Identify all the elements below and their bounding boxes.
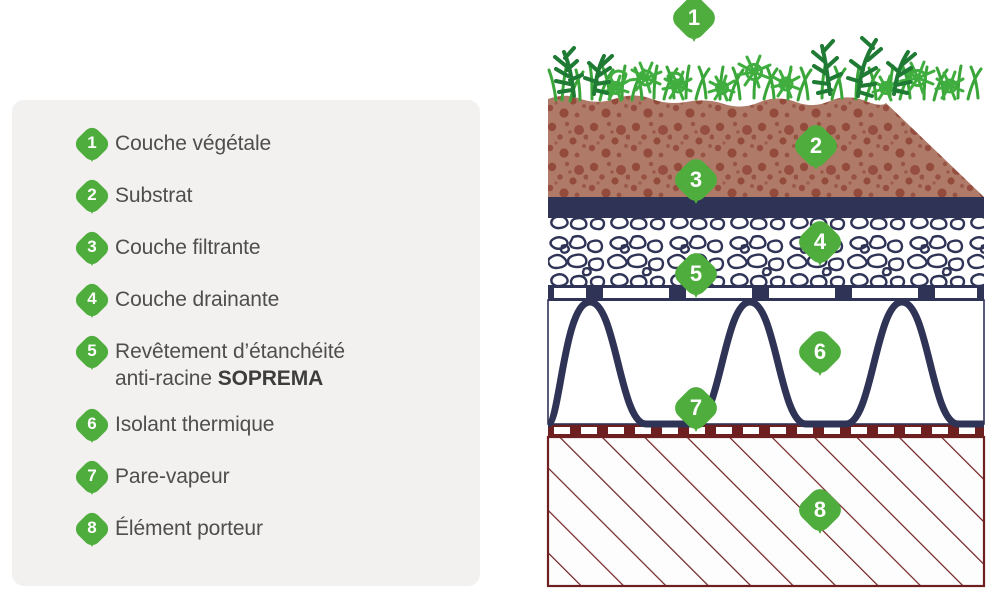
- green-roof-cross-section-diagram: 1 2 3 4 5 6 7 8: [546, 0, 986, 601]
- pin-number: 1: [87, 133, 97, 152]
- list-item: 8 Élément porteur: [72, 509, 465, 551]
- pin-marker-icon: 2: [72, 176, 112, 218]
- pin-number: 2: [809, 133, 823, 158]
- pin-marker-icon: 3: [72, 228, 112, 270]
- pin-marker-icon: 5: [72, 332, 112, 374]
- list-item: 5 Revêtement d’étanchéité anti-racine SO…: [72, 332, 465, 392]
- diagram-callout-pin-4: 4: [794, 216, 846, 270]
- pin-number: 8: [813, 497, 827, 522]
- pin-number: 5: [87, 341, 97, 360]
- pin-marker-icon: 8: [72, 509, 112, 551]
- legend-item-label: Couche végétale: [115, 132, 272, 155]
- pin-marker-icon: 1: [72, 124, 112, 166]
- list-item: 1 Couche végétale: [72, 124, 465, 166]
- diagram-callout-pin-1: 1: [668, 0, 720, 46]
- legend-item-label: Substrat: [115, 184, 193, 207]
- legend-panel: 1 Couche végétale 2 Substrat 3 Couche fi…: [12, 100, 480, 586]
- pin-marker-icon: 7: [72, 457, 112, 499]
- layer-couche-drainante: [548, 217, 984, 285]
- diagram-callout-pin-2: 2: [790, 120, 842, 174]
- layer-element-porteur: [546, 435, 986, 588]
- legend-item-label: Élément porteur: [115, 517, 263, 540]
- legend-list: 1 Couche végétale 2 Substrat 3 Couche fi…: [72, 124, 465, 565]
- layer-pare-vapeur: [548, 424, 984, 438]
- diagram-callout-pin-8: 8: [794, 484, 846, 538]
- layer-isolant-thermique: [546, 298, 985, 428]
- list-item: 2 Substrat: [72, 176, 465, 218]
- legend-item-label: Revêtement d’étanchéité anti-racine SOPR…: [115, 336, 345, 392]
- list-item: 3 Couche filtrante: [72, 228, 465, 270]
- pin-number: 3: [689, 167, 703, 192]
- legend-item-label: Couche filtrante: [115, 236, 261, 259]
- pin-number: 4: [87, 289, 97, 308]
- legend-item-label-line1: Revêtement d’étanchéité: [115, 340, 346, 363]
- pin-number: 7: [87, 466, 97, 485]
- legend-item-label: Isolant thermique: [115, 413, 275, 436]
- pin-marker-icon: 4: [72, 280, 112, 322]
- layer-revetement-etancheite: [548, 285, 984, 301]
- diagram-callout-pin-3: 3: [670, 154, 722, 208]
- diagram-callout-pin-6: 6: [794, 326, 846, 380]
- layer-couche-filtrante: [548, 197, 984, 218]
- pin-number: 1: [687, 5, 701, 30]
- legend-item-label-line2: anti-racine: [115, 367, 218, 390]
- legend-item-label: Couche drainante: [115, 288, 280, 311]
- pin-number: 3: [87, 237, 97, 256]
- diagram-callout-pin-7: 7: [670, 382, 722, 436]
- pin-marker-icon: 6: [72, 405, 112, 447]
- pin-number: 6: [87, 414, 97, 433]
- pin-number: 6: [813, 339, 827, 364]
- list-item: 7 Pare-vapeur: [72, 457, 465, 499]
- legend-item-label: Pare-vapeur: [115, 465, 230, 488]
- list-item: 6 Isolant thermique: [72, 405, 465, 447]
- pin-number: 8: [87, 518, 97, 537]
- pin-number: 2: [87, 185, 97, 204]
- pin-number: 7: [689, 395, 703, 420]
- layer-substrat: [548, 95, 984, 197]
- pin-number: 5: [689, 261, 703, 286]
- diagram-callout-pin-5: 5: [670, 248, 722, 302]
- brand-name: SOPREMA: [217, 367, 324, 390]
- layer-couche-vegetale: [547, 36, 983, 103]
- list-item: 4 Couche drainante: [72, 280, 465, 322]
- pin-number: 4: [813, 229, 827, 254]
